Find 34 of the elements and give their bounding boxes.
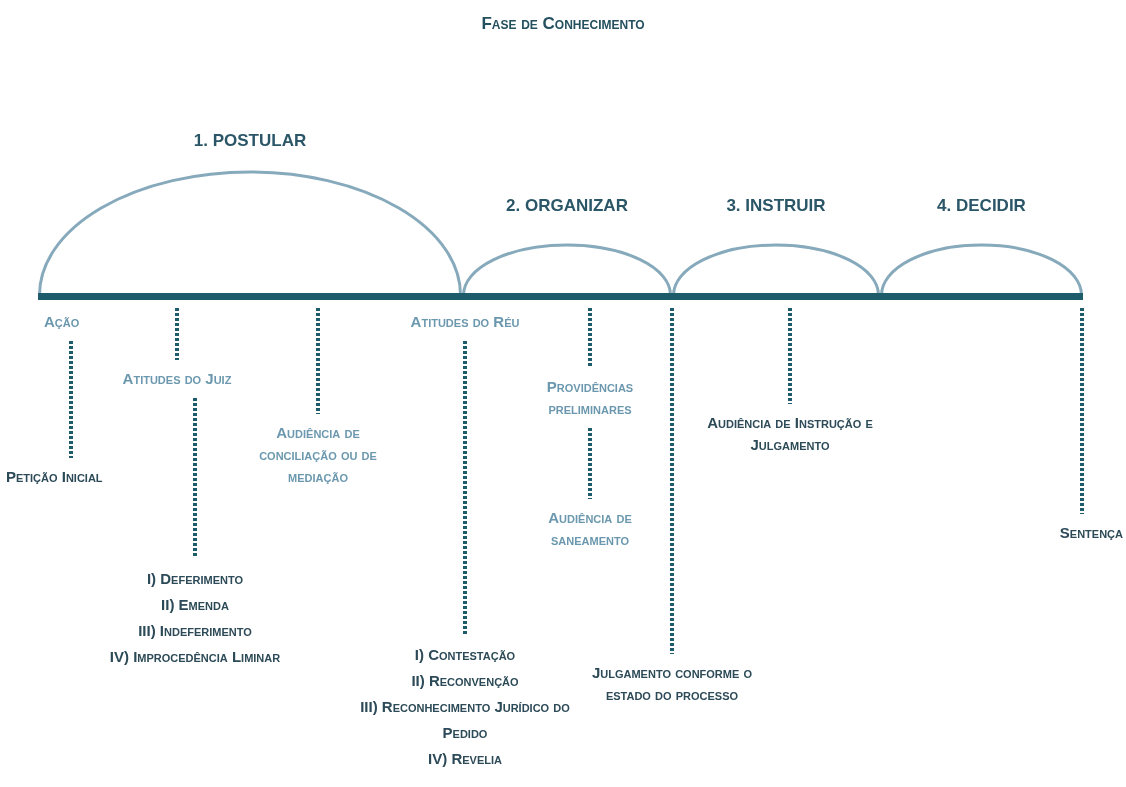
phase-label: 2. ORGANIZAR [505, 195, 629, 217]
stage-label: Atitudes do Juiz [102, 368, 252, 390]
stage-label: Audiência de saneamento [530, 507, 650, 551]
leader-line [1080, 308, 1084, 514]
phase-label: 1. POSTULAR [192, 130, 308, 152]
diagram-title: Fase de Conhecimento [480, 14, 646, 34]
stage-label: Audiência de Instrução e Julgamento [690, 412, 890, 456]
list-item: I) Deferimento [145, 569, 245, 589]
stage-label: Petição Inicial [6, 466, 136, 488]
leader-line [463, 341, 467, 634]
list-item: III) Indeferimento [137, 621, 253, 641]
leader-line [193, 398, 197, 558]
leader-line [316, 308, 320, 414]
list-item: IV) Revelia [427, 749, 503, 769]
leader-line [69, 341, 73, 458]
list-item: IV) Improcedência Liminar [108, 647, 282, 667]
phase-label: 4. DECIDIR [936, 195, 1027, 217]
stage-label: Sentença [1041, 522, 1123, 544]
stage-label: Ação [44, 311, 104, 333]
list-item: II) Emenda [160, 595, 230, 615]
list-item: I) Contestação [413, 645, 517, 665]
phase-label: 3. INSTRUIR [725, 195, 827, 217]
leader-line [788, 308, 792, 404]
stage-label: Providências preliminares [530, 376, 650, 420]
stage-label: Julgamento conforme o estado do processo [577, 662, 767, 706]
leader-line [588, 308, 592, 368]
stage-label: Audiência de conciliação ou de mediação [253, 422, 383, 488]
stage-label: Atitudes do Réu [390, 311, 540, 333]
list-item: III) Reconhecimento Jurídico do Pedido [359, 697, 571, 743]
list-item: II) Reconvenção [410, 671, 520, 691]
leader-line [588, 428, 592, 499]
leader-line [670, 308, 674, 654]
leader-line [175, 308, 179, 360]
timeline-bar [38, 293, 1083, 300]
